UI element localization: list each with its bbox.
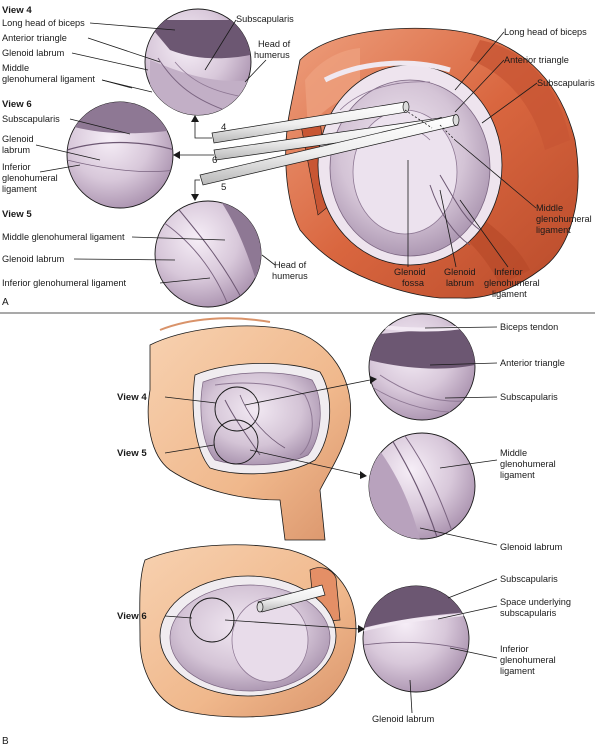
label-b-middle-2: glenohumeral xyxy=(500,459,556,469)
label-b-subscapularis: Subscapularis xyxy=(500,392,558,402)
label-v6-subscapularis: Subscapularis xyxy=(2,114,60,124)
label-inferior-1: Inferior xyxy=(494,267,523,277)
label-right-middle-3: ligament xyxy=(536,225,571,235)
label-right-middle-2: glenohumeral xyxy=(536,214,592,224)
label-right-subscapularis: Subscapularis xyxy=(537,78,595,88)
view5-magnified-circle xyxy=(154,200,262,308)
label-head-humerus-top-1: Head of xyxy=(258,39,291,49)
label-b-middle-1: Middle xyxy=(500,448,527,458)
label-view6: View 6 xyxy=(2,99,32,110)
label-anterior-triangle-left: Anterior triangle xyxy=(2,33,67,43)
label-v5-head-humerus-1: Head of xyxy=(274,260,307,270)
label-view5: View 5 xyxy=(2,209,32,220)
view-pointer-arrows-b xyxy=(224,376,377,633)
label-v5-glenoid-labrum: Glenoid labrum xyxy=(2,254,65,264)
label-v6-inferior-1: Inferior xyxy=(2,162,31,172)
label-v6-glenoid-1: Glenoid xyxy=(2,134,34,144)
view6-magnified-circle xyxy=(66,101,174,209)
label-long-head-biceps-left: Long head of biceps xyxy=(2,18,85,28)
label-subscapularis-top: Subscapularis xyxy=(236,14,294,24)
label-b-glenoid-labrum-2: Glenoid labrum xyxy=(372,714,435,724)
b-view6-magnified-circle xyxy=(362,585,470,693)
rod-number-6: 6 xyxy=(212,155,217,166)
arthroscope-rods xyxy=(199,101,460,186)
label-v6-inferior-2: glenohumeral xyxy=(2,173,58,183)
label-b-inferior-1: Inferior xyxy=(500,644,529,654)
label-middle-gh-left-2: glenohumeral ligament xyxy=(2,74,95,84)
label-right-anterior-triangle: Anterior triangle xyxy=(504,55,569,65)
leader-lines-b xyxy=(164,326,498,714)
label-v6-inferior-3: ligament xyxy=(2,184,37,194)
label-right-middle-1: Middle xyxy=(536,203,563,213)
label-b-glenoid-labrum: Glenoid labrum xyxy=(500,542,563,552)
label-head-humerus-top-2: humerus xyxy=(254,50,290,60)
panel-label-a: A xyxy=(2,297,9,308)
label-glenoid-labrum-2: labrum xyxy=(446,278,474,288)
label-b-view4: View 4 xyxy=(117,392,147,403)
shoulder-illustration-b-upper xyxy=(147,317,352,541)
label-b-biceps-tendon: Biceps tendon xyxy=(500,322,558,332)
shoulder-illustration-b-lower xyxy=(139,544,357,718)
label-v5-inferior-gh: Inferior glenohumeral ligament xyxy=(2,278,127,288)
label-glenoid-labrum-1: Glenoid xyxy=(444,267,476,277)
rod-number-4: 4 xyxy=(221,122,227,133)
b-view5-magnified-circle xyxy=(368,432,476,540)
shoulder-joint-illustration-a xyxy=(285,27,579,299)
label-right-long-head-biceps: Long head of biceps xyxy=(504,27,587,37)
b-view4-magnified-circle xyxy=(368,313,476,421)
view4-magnified-circle xyxy=(144,8,252,116)
panel-label-b: B xyxy=(2,736,9,747)
label-b-space-2: subscapularis xyxy=(500,608,557,618)
label-middle-gh-left-1: Middle xyxy=(2,63,29,73)
label-glenoid-fossa-1: Glenoid xyxy=(394,267,426,277)
view-pointer-arrows-a xyxy=(173,115,214,201)
rod-number-5: 5 xyxy=(221,182,226,193)
label-b-inferior-3: ligament xyxy=(500,666,535,676)
label-view4: View 4 xyxy=(2,5,32,16)
label-inferior-2: glenohumeral xyxy=(484,278,540,288)
label-b-view6: View 6 xyxy=(117,611,147,622)
label-b-middle-3: ligament xyxy=(500,470,535,480)
label-glenoid-fossa-2: fossa xyxy=(402,278,425,288)
label-b-subscapularis-2: Subscapularis xyxy=(500,574,558,584)
label-v5-head-humerus-2: humerus xyxy=(272,271,308,281)
label-inferior-3: ligament xyxy=(492,289,527,299)
label-glenoid-labrum-left: Glenoid labrum xyxy=(2,48,65,58)
label-b-space-1: Space underlying xyxy=(500,597,571,607)
leader-lines-a xyxy=(35,19,538,284)
label-b-inferior-2: glenohumeral xyxy=(500,655,556,665)
label-b-view5: View 5 xyxy=(117,448,147,459)
label-v5-middle-gh: Middle glenohumeral ligament xyxy=(2,232,125,242)
label-v6-glenoid-2: labrum xyxy=(2,145,30,155)
label-b-anterior-triangle: Anterior triangle xyxy=(500,358,565,368)
